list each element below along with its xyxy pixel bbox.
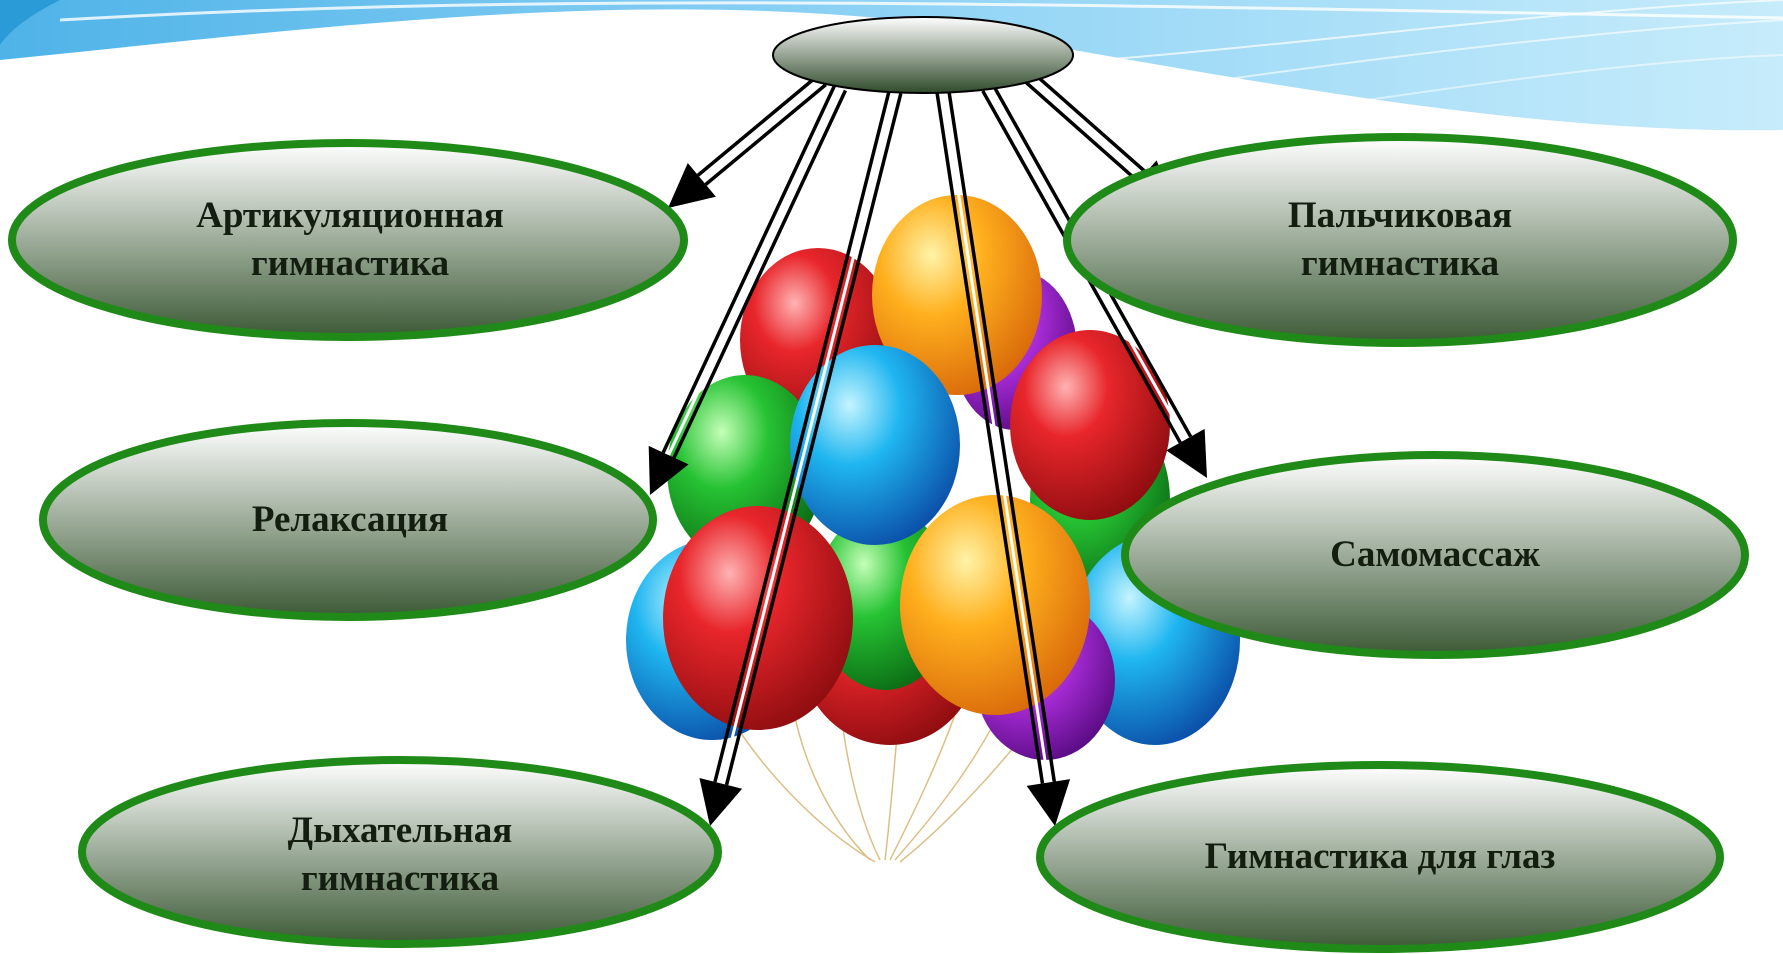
arrow-to-eyes-head	[1026, 779, 1071, 826]
top-left-corner-panel	[0, 0, 60, 45]
node-breathing	[78, 756, 722, 948]
node-eyes	[1036, 761, 1724, 953]
center-node	[772, 16, 1074, 94]
arrow-to-eyes	[935, 90, 1071, 826]
arrow-to-breathing	[699, 90, 903, 826]
arrow-to-breathing-head	[699, 777, 743, 826]
node-articulation	[8, 139, 688, 341]
node-relaxation	[39, 419, 657, 621]
arrow-to-relaxation-head	[648, 445, 689, 495]
arrow-to-self-massage-head	[1166, 428, 1207, 478]
sky-wave-top	[0, 0, 1783, 131]
node-self-massage	[1121, 451, 1749, 659]
arrow-to-articulation	[668, 74, 827, 208]
sky-wave-highlight	[59, 1, 1783, 22]
arrow-to-articulation-head	[668, 162, 716, 208]
node-finger	[1063, 133, 1737, 347]
arrow-to-relaxation	[648, 84, 848, 495]
connector-arrows	[648, 72, 1207, 826]
